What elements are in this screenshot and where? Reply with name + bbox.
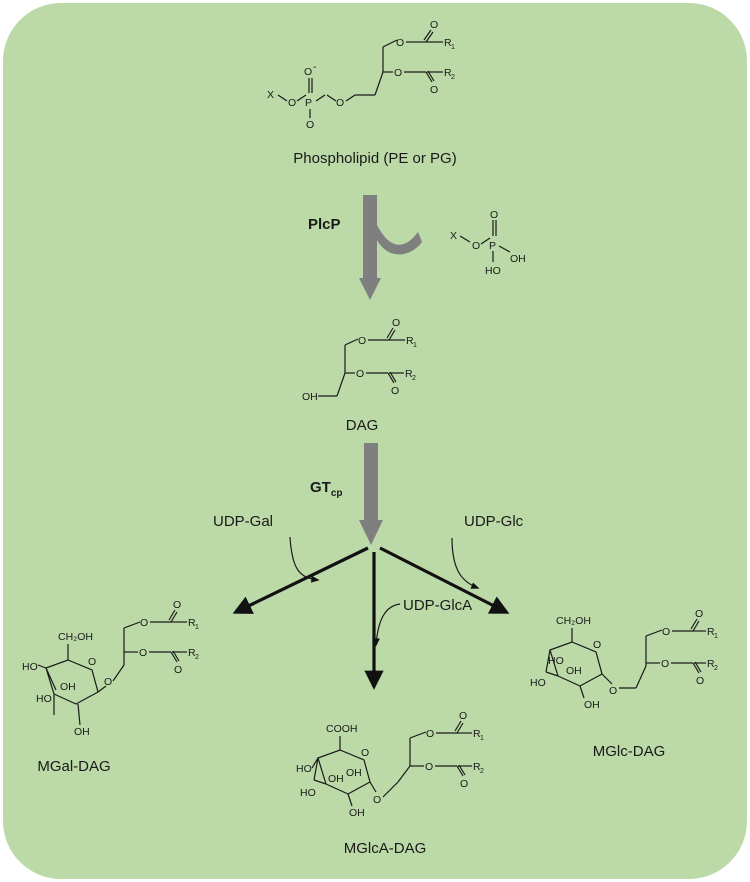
svg-text:O: O	[460, 778, 468, 790]
svg-text:HO: HO	[296, 763, 312, 775]
svg-text:R: R	[188, 617, 196, 629]
svg-text:P: P	[489, 240, 496, 252]
svg-text:O: O	[426, 728, 434, 740]
svg-text:R: R	[707, 658, 715, 670]
svg-text:R: R	[188, 647, 196, 659]
svg-text:O: O	[593, 639, 601, 651]
svg-text:COOH: COOH	[326, 723, 358, 735]
svg-text:2: 2	[714, 665, 718, 672]
udp-glca-label: UDP-GlcA	[403, 597, 472, 614]
svg-text:OH: OH	[584, 699, 600, 711]
phospholipid-label: Phospholipid (PE or PG)	[293, 150, 456, 167]
svg-text:O: O	[373, 794, 381, 806]
diagram-background-panel	[3, 3, 747, 879]
svg-text:O: O	[472, 240, 480, 252]
svg-text:OH: OH	[74, 726, 90, 738]
gtcp-reaction-arrow	[359, 443, 383, 545]
atom-o-minus: O	[304, 66, 312, 78]
mglca-dag-label: MGlcA-DAG	[344, 840, 427, 857]
svg-text:2: 2	[480, 768, 484, 775]
branch-arrows	[232, 536, 510, 690]
mglc-dag-label: MGlc-DAG	[593, 743, 666, 760]
svg-text:O: O	[391, 385, 399, 397]
dag-structure: OH O O R 1 O O R 2	[302, 317, 417, 403]
atom-p: P	[305, 97, 312, 109]
svg-text:HO: HO	[548, 655, 564, 667]
plcp-enzyme-label: PlcP	[308, 216, 341, 233]
svg-text:O: O	[358, 335, 366, 347]
svg-text:R: R	[707, 626, 715, 638]
atom-o: O	[430, 84, 438, 96]
udp-glc-label: UDP-Glc	[464, 513, 524, 530]
svg-text:CH₂OH: CH₂OH	[58, 631, 93, 643]
atom-r: R	[444, 67, 452, 79]
atom-r: R	[444, 37, 452, 49]
mgal-dag-structure: CH₂OH HO HO OH OH O O O O R 1 O O R 2	[22, 599, 199, 738]
svg-text:1: 1	[413, 342, 417, 349]
svg-text:O: O	[104, 676, 112, 688]
svg-text:O: O	[490, 209, 498, 221]
svg-text:1: 1	[714, 633, 718, 640]
svg-text:OH: OH	[349, 807, 365, 819]
svg-text:OH: OH	[346, 767, 362, 779]
svg-text:HO: HO	[530, 677, 546, 689]
svg-text:1: 1	[480, 735, 484, 742]
charge-minus: -	[313, 61, 317, 73]
phospholipid-structure: X O P O - O O O O R 1 O O R 2	[267, 19, 455, 131]
svg-text:O: O	[88, 656, 96, 668]
svg-text:O: O	[609, 685, 617, 697]
svg-text:O: O	[459, 710, 467, 722]
svg-text:O: O	[139, 647, 147, 659]
mglca-dag-structure: COOH HO HO OH OH OH O O O O R 1 O O R 2	[296, 710, 484, 819]
gtcp-enzyme-label: GTcp	[310, 479, 343, 499]
svg-text:OH: OH	[60, 681, 76, 693]
svg-text:HO: HO	[22, 661, 38, 673]
atom-o: O	[430, 19, 438, 31]
phosphate-byproduct-structure: X O P O OH HO	[450, 209, 526, 277]
svg-text:R: R	[473, 728, 481, 740]
svg-text:2: 2	[412, 375, 416, 382]
atom-x: X	[267, 89, 274, 101]
udp-gal-label: UDP-Gal	[213, 513, 273, 530]
svg-text:O: O	[140, 617, 148, 629]
svg-text:CH₂OH: CH₂OH	[556, 615, 591, 627]
atom-o: O	[396, 37, 404, 49]
mgal-dag-label: MGal-DAG	[37, 758, 110, 775]
svg-text:OH: OH	[510, 253, 526, 265]
svg-text:X: X	[450, 230, 457, 242]
svg-text:O: O	[174, 664, 182, 676]
svg-text:OH: OH	[302, 391, 318, 403]
atom-o: O	[336, 97, 344, 109]
svg-text:HO: HO	[36, 693, 52, 705]
svg-text:O: O	[392, 317, 400, 329]
svg-text:O: O	[173, 599, 181, 611]
svg-text:O: O	[695, 608, 703, 620]
dag-label: DAG	[346, 417, 379, 434]
svg-text:HO: HO	[485, 265, 501, 277]
svg-text:OH: OH	[328, 773, 344, 785]
svg-text:1: 1	[195, 624, 199, 631]
svg-text:O: O	[662, 626, 670, 638]
plcp-reaction-arrow	[359, 195, 422, 300]
svg-text:1: 1	[451, 44, 455, 51]
atom-o: O	[288, 97, 296, 109]
svg-text:R: R	[405, 368, 413, 380]
svg-text:O: O	[696, 675, 704, 687]
svg-text:O: O	[661, 658, 669, 670]
svg-text:O: O	[425, 761, 433, 773]
svg-text:2: 2	[195, 654, 199, 661]
svg-text:O: O	[356, 368, 364, 380]
svg-text:OH: OH	[566, 665, 582, 677]
svg-text:HO: HO	[300, 787, 316, 799]
svg-text:R: R	[473, 761, 481, 773]
atom-o: O	[394, 67, 402, 79]
svg-text:R: R	[406, 335, 414, 347]
svg-text:2: 2	[451, 74, 455, 81]
atom-o: O	[306, 119, 314, 131]
svg-text:O: O	[361, 747, 369, 759]
mglc-dag-structure: CH₂OH HO HO OH OH O O O O R 1 O O R 2	[530, 608, 718, 711]
